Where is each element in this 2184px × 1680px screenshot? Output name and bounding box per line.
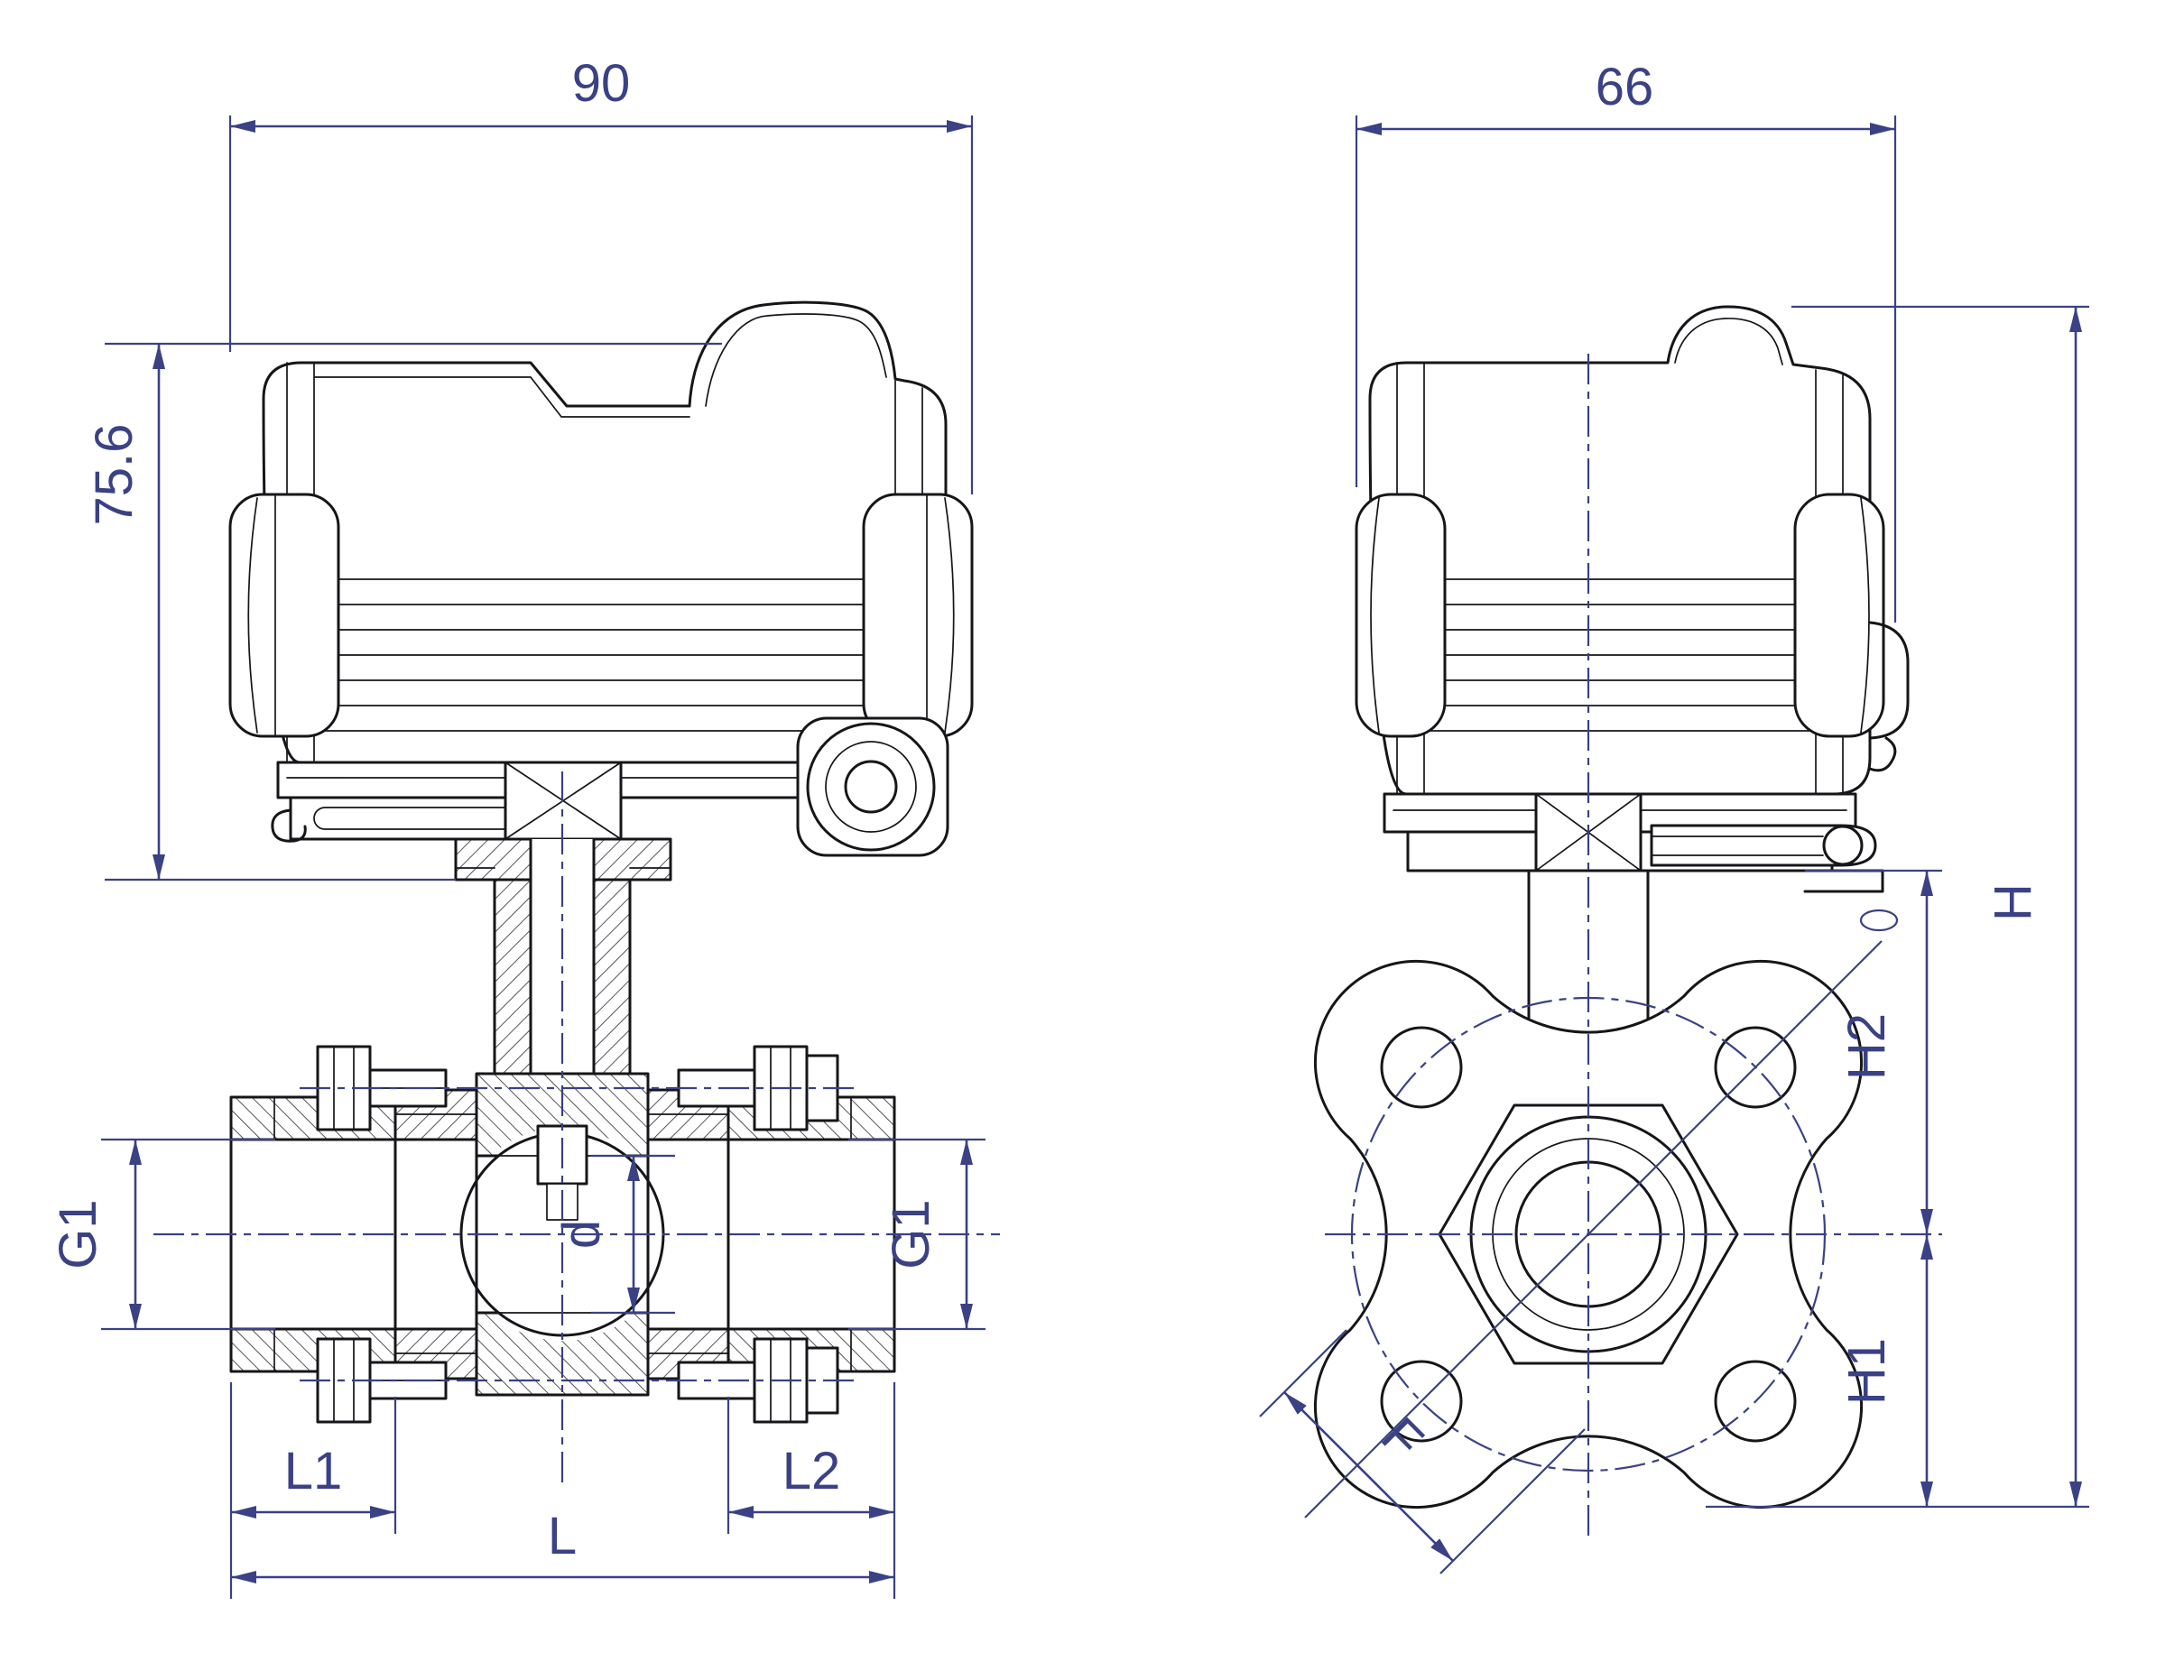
dim-label-d: d	[552, 1220, 611, 1249]
cable-gland-outer	[806, 722, 936, 852]
dim-label-l: L	[548, 1507, 577, 1565]
actuator-grip-right	[862, 493, 974, 738]
dim-label-l2: L2	[782, 1442, 841, 1500]
dim-label-g1-left: G1	[49, 1199, 107, 1269]
dimension-port-right: G1	[848, 1138, 986, 1331]
dimension-cap-left: L1	[229, 1382, 397, 1599]
dim-label-h: H	[1984, 883, 2042, 921]
bracket-bar-end	[1822, 825, 1864, 866]
dimension-port-left: G1	[49, 1138, 275, 1331]
dim-label-h2: H2	[1837, 1013, 1896, 1080]
stem-side	[1527, 869, 1650, 1030]
yoke-column-outline	[493, 878, 632, 1075]
dimension-total-length: L	[231, 1507, 894, 1583]
dimension-side-width: 66	[1355, 58, 1897, 623]
seal-ring-blue	[1859, 909, 1899, 932]
actuator-housing-front	[262, 300, 948, 764]
dimension-front-width: 90	[228, 54, 974, 494]
dim-label-h1: H1	[1837, 1338, 1896, 1405]
stem-shaft-lines	[529, 837, 596, 1075]
front-view-centerlines	[153, 771, 1000, 1484]
dimension-actuator-height: 75.6	[85, 342, 722, 882]
actuator-ribs	[313, 578, 896, 732]
yoke-wall-left-hatch	[495, 880, 531, 1074]
dim-label-66: 66	[1596, 58, 1654, 116]
dimension-bore: d	[552, 1154, 675, 1315]
yoke-wall-right-hatch	[594, 880, 630, 1074]
dimension-cap-right: L2	[726, 1382, 896, 1599]
actuator-grip-left	[228, 493, 340, 738]
pipe-steps	[273, 1096, 852, 1372]
bracket-step-side	[1803, 869, 1884, 893]
dimension-lower-height: H1	[1837, 1234, 1933, 1507]
dim-label-g1-right: G1	[882, 1199, 940, 1269]
actuator-grip-left-lines	[247, 494, 276, 737]
union-detail-lines	[394, 1113, 729, 1354]
actuator-front	[228, 300, 974, 857]
actuator-side-ribs	[1423, 578, 1817, 732]
connector-side	[1868, 621, 1910, 740]
actuator-housing-side	[1368, 305, 1872, 796]
actuator-side-grip-left	[1355, 493, 1447, 738]
dimension-total-height: H	[1706, 305, 2089, 1509]
side-view: 66 H H2 H1 F	[1259, 58, 2089, 1574]
actuator-side	[1355, 305, 1910, 1030]
actuator-grip-right-lines	[926, 494, 955, 737]
cable-gland-ring	[825, 741, 917, 833]
bracket-clip	[271, 808, 307, 843]
connector-hook	[1868, 736, 1897, 772]
dim-label-90: 90	[572, 54, 631, 113]
cable-gland-bore	[844, 760, 898, 814]
dim-label-75-6: 75.6	[85, 424, 143, 526]
dimension-upper-height: H2	[1805, 869, 1942, 1234]
dim-label-l1: L1	[284, 1442, 343, 1500]
actuator-side-grip-right	[1793, 493, 1885, 738]
front-view: 90 75.6 G1 d G1 L1	[49, 54, 1000, 1599]
